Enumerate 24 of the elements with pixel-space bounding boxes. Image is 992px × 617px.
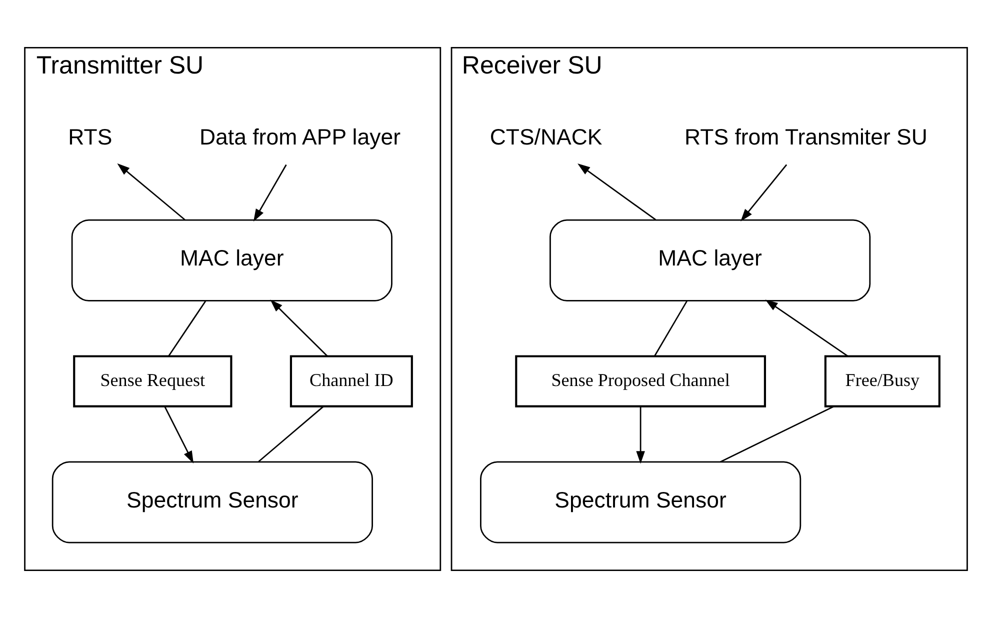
arrow <box>636 406 645 464</box>
node-box: Sense Request <box>73 354 232 407</box>
arrow <box>578 163 656 220</box>
arrow <box>164 406 194 463</box>
node-text: CTS/NACK <box>490 124 602 150</box>
node-box: MAC layer <box>71 218 392 301</box>
node-text: RTS <box>68 124 112 150</box>
node-box: Free/Busy <box>824 354 940 407</box>
node-text: RTS from Transmiter SU <box>684 124 928 150</box>
node-box: Channel ID <box>290 354 413 407</box>
node-box: MAC layer <box>550 218 871 301</box>
node-box: Spectrum Sensor <box>480 460 802 543</box>
node-box: Spectrum Sensor <box>52 460 373 543</box>
arrow <box>740 164 788 221</box>
arrow <box>270 299 328 356</box>
connector <box>168 300 206 356</box>
arrow <box>253 164 287 222</box>
node-box: Sense Proposed Channel <box>515 354 766 407</box>
node-text: Data from APP layer <box>199 124 401 150</box>
connector <box>720 405 834 462</box>
connector <box>654 300 688 356</box>
arrow <box>765 299 848 356</box>
arrow <box>117 162 186 220</box>
connector <box>258 406 324 462</box>
